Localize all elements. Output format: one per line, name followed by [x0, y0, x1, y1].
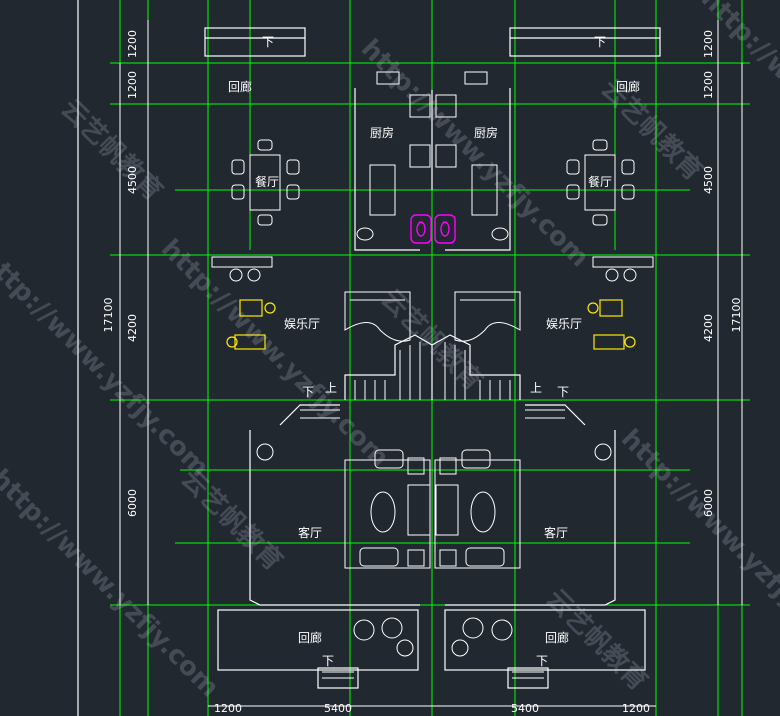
- dim-right-ent: 4200: [702, 314, 715, 342]
- entertainment-furniture: [226, 299, 636, 350]
- stair-down-top-left: 下: [262, 35, 274, 49]
- dim-left-ent: 4200: [126, 314, 139, 342]
- dim-right-top-1: 1200: [702, 30, 715, 58]
- dim-bottom-4: 1200: [622, 702, 650, 715]
- stair-down-bottom-right: 下: [536, 654, 548, 668]
- dim-left-total: 17100: [102, 298, 115, 333]
- label-living-right: 客厅: [544, 525, 568, 540]
- label-entertainment-right: 娱乐厅: [546, 317, 582, 331]
- dim-bottom-2: 5400: [324, 702, 352, 715]
- label-dining-left: 餐厅: [255, 174, 279, 189]
- walls: [77, 0, 661, 716]
- kitchen-appliances: [356, 71, 509, 241]
- dim-left-kitchen: 4500: [126, 166, 139, 194]
- label-living-left: 客厅: [298, 525, 322, 540]
- label-dining-right: 餐厅: [588, 174, 612, 189]
- room-labels: 回廊 回廊 厨房 厨房 餐厅 餐厅 娱乐厅 娱乐厅 客厅 客厅 回廊 回廊: [228, 79, 640, 645]
- label-entertainment-left: 娱乐厅: [284, 317, 320, 331]
- dim-right-kitchen: 4500: [702, 166, 715, 194]
- stair-up-right: 上: [530, 381, 542, 395]
- sink-basins: [410, 214, 456, 244]
- dim-bottom-1: 1200: [214, 702, 242, 715]
- living-furniture: [344, 449, 521, 569]
- dim-left-living: 6000: [126, 489, 139, 517]
- watermark-url-1: http://www.yzfjy.com: [355, 34, 595, 274]
- label-corridor-top-left: 回廊: [228, 79, 252, 94]
- stair-up-left: 上: [325, 381, 337, 395]
- washbasins: [211, 256, 654, 282]
- dining-table-right: [566, 139, 635, 226]
- plants: [256, 443, 612, 657]
- pianos: [344, 291, 521, 342]
- stair-down-bottom-left: 下: [322, 654, 334, 668]
- watermark-url-3: http://www.yzfjy.com: [615, 424, 780, 664]
- stair-down-top-right: 下: [594, 35, 606, 49]
- dining-table-left: [231, 139, 300, 226]
- dimension-labels: 1200 1200 4500 4200 6000 17100 1200 1200…: [102, 30, 743, 715]
- stair-treads: [300, 342, 565, 679]
- stair-down-left: 下: [302, 385, 314, 399]
- dim-right-top-2: 1200: [702, 71, 715, 99]
- dimension-lines: [119, 20, 743, 707]
- label-corridor-top-right: 回廊: [616, 79, 640, 94]
- label-kitchen-left: 厨房: [370, 125, 394, 140]
- dim-right-total: 17100: [730, 298, 743, 333]
- label-kitchen-right: 厨房: [474, 125, 498, 140]
- dim-right-living: 6000: [702, 489, 715, 517]
- dim-left-top-2: 1200: [126, 71, 139, 99]
- dim-bottom-3: 5400: [511, 702, 539, 715]
- watermark-brand-1: 云艺帆教育: [55, 93, 169, 207]
- dim-left-top-1: 1200: [126, 30, 139, 58]
- stair-labels: 下 下 下 上 上 下 下 下: [262, 35, 606, 668]
- label-corridor-bottom-left: 回廊: [298, 630, 322, 645]
- watermark-brand-2: 云艺帆教育: [595, 73, 709, 187]
- label-corridor-bottom-right: 回廊: [545, 630, 569, 645]
- stair-down-right: 下: [557, 385, 569, 399]
